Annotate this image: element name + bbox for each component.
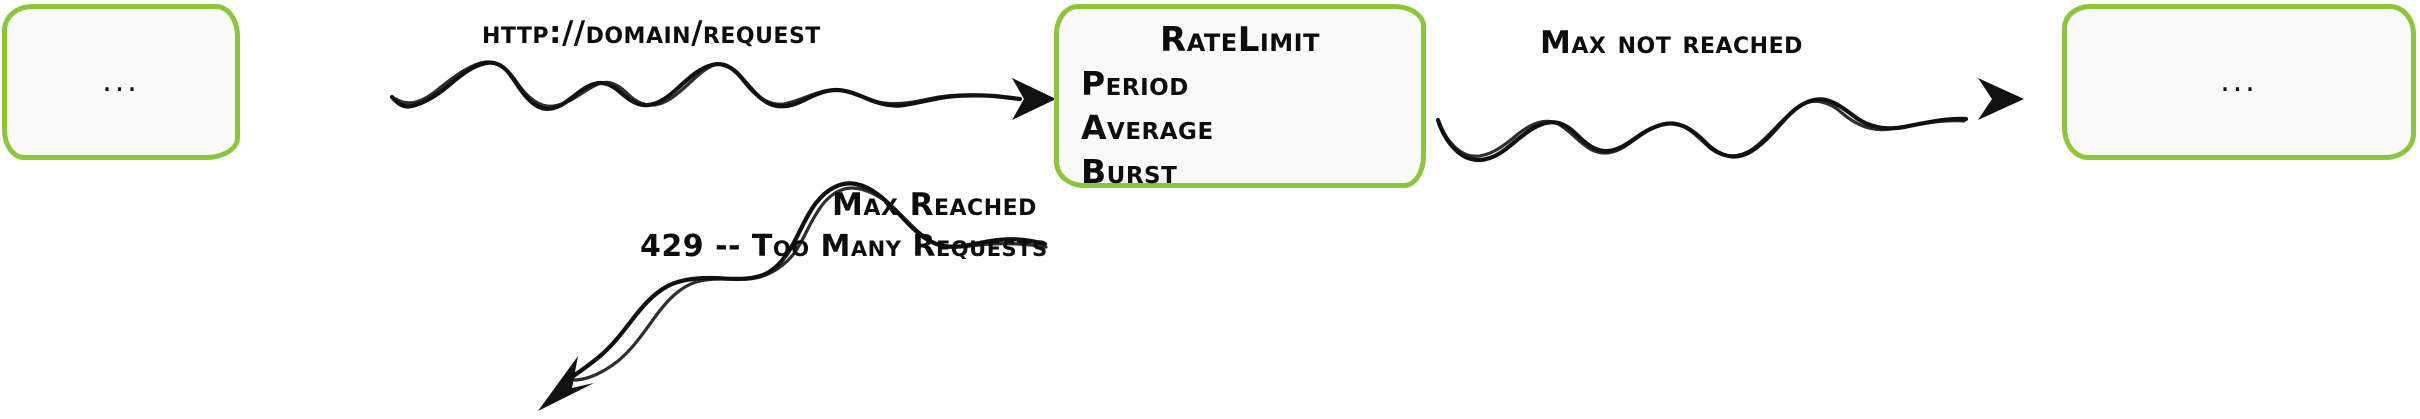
ratelimit-field-period: Period <box>1081 64 1189 103</box>
max-reached-edge-label: Max Reached <box>832 187 1037 223</box>
too-many-requests-edge-label: 429 -- Too Many Requests <box>640 229 1048 264</box>
upstream-node[interactable]: ... <box>2 4 240 160</box>
max-not-reached-edge-label: Max not reached <box>1540 25 1803 61</box>
upstream-node-label: ... <box>102 64 140 99</box>
downstream-node[interactable]: ... <box>2062 4 2416 160</box>
arrowhead <box>538 356 594 411</box>
ratelimit-field-average: Average <box>1081 108 1214 147</box>
arrowhead <box>1978 78 2024 120</box>
ratelimit-field-burst: Burst <box>1081 152 1178 191</box>
downstream-node-label: ... <box>2220 64 2258 99</box>
max-not-reached-arrow <box>1435 78 2024 163</box>
incoming-request-edge-label: http://domain/request <box>482 15 821 51</box>
ratelimit-node-title: RateLimit <box>1160 20 1320 60</box>
arrowhead <box>1012 78 1056 120</box>
ratelimit-node[interactable]: RateLimit Period Average Burst <box>1054 4 1426 188</box>
incoming-request-arrow <box>389 60 1056 120</box>
